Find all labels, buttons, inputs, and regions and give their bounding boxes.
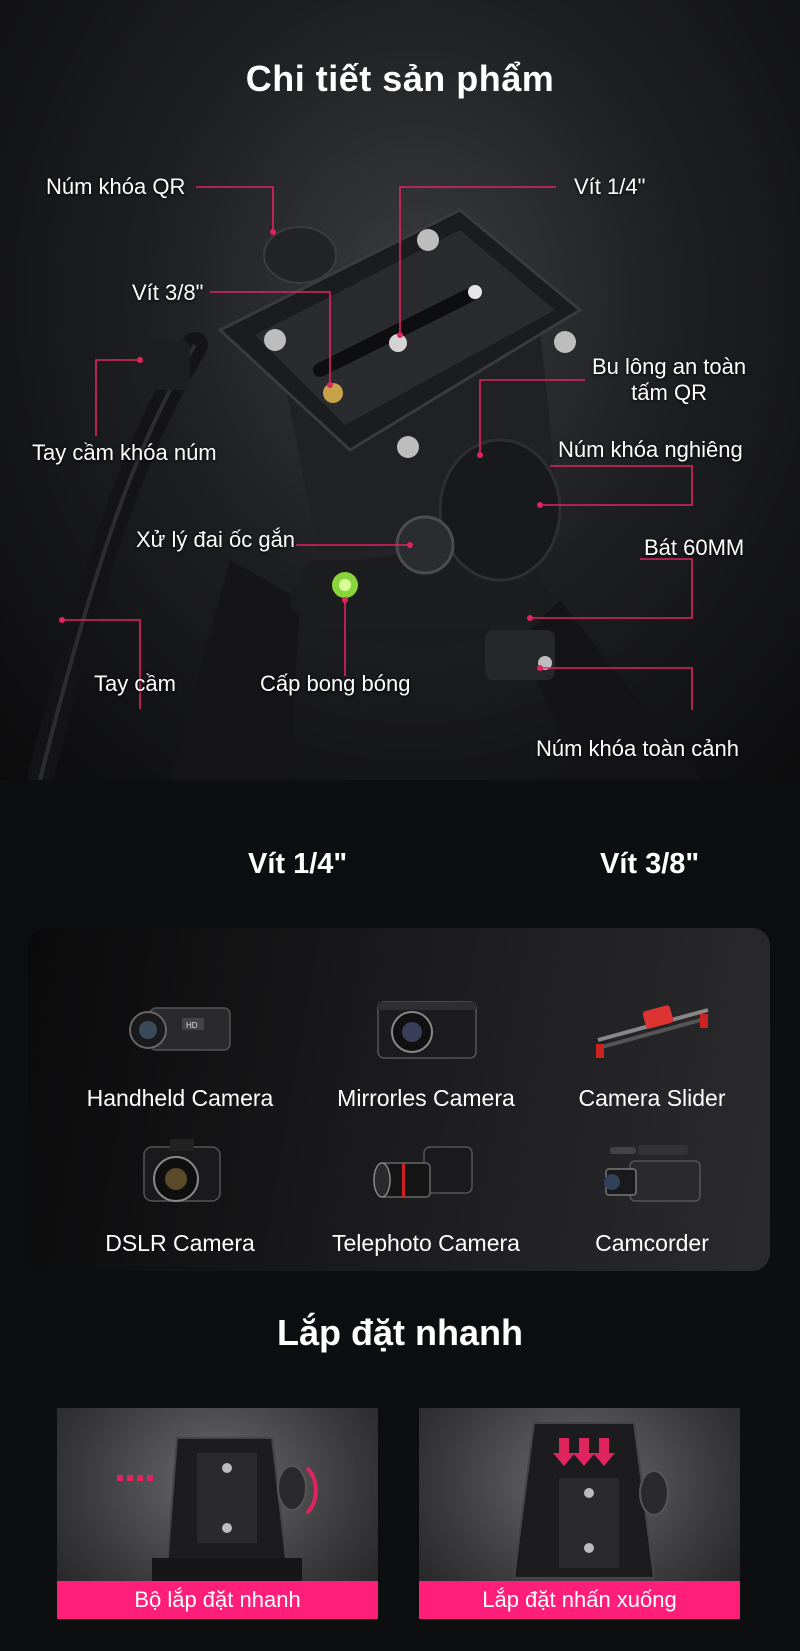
device-camcorder: Camcorder [532,1133,772,1257]
handheld-camera-icon: HD [129,1007,231,1051]
section-title-quick-install: Lắp đặt nhanh [277,1312,523,1353]
callout-knob-lock-handle: Tay cầm khóa núm [32,440,217,465]
install-card-press-down: Lắp đặt nhấn xuống [419,1408,740,1619]
press-down-photo [512,1422,669,1579]
product-detail-section: Chi tiết sản phẩm Núm khóa QR Vít 1/4" V… [0,0,800,780]
install-caption: Lắp đặt nhấn xuống [419,1581,740,1619]
callout-60mm-bowl: Bát 60MM [644,535,745,560]
callout-pan-lock-knob: Núm khóa toàn cảnh [536,736,740,761]
device-name: Handheld Camera [86,1085,274,1111]
camera-slider-icon [596,1005,709,1058]
mirrorless-camera-icon [377,1001,477,1059]
callout-qr-lock-knob: Núm khóa QR [46,174,186,199]
device-name: Camcorder [595,1230,709,1256]
callout-mount-nut-handle: Xử lý đai ốc gắn [136,527,296,552]
device-name: Camera Slider [578,1085,726,1111]
install-caption: Bộ lắp đặt nhanh [57,1581,378,1619]
install-card-quick-mount: Bộ lắp đặt nhanh [57,1408,378,1619]
screw-size-three-eighths-inch: Vít 3/8" [600,848,700,880]
camcorder-icon [604,1145,701,1202]
compatible-devices-panel: HD Handheld Camera Mirrorles Camera Came… [28,928,770,1271]
device-handheld-camera: HD Handheld Camera [60,988,300,1112]
callout-qr-safety-bolt-line1: Bu lông an toàn [592,354,747,379]
device-camera-slider: Camera Slider [532,988,772,1112]
dslr-camera-icon [143,1139,221,1202]
callout-three-eighths-screw: Vít 3/8" [132,280,204,305]
telephoto-camera-icon [373,1146,473,1198]
device-name: DSLR Camera [105,1230,255,1256]
callout-handle: Tay cầm [94,671,176,696]
device-name: Mirrorles Camera [337,1085,515,1111]
callout-quarter-inch-screw: Vít 1/4" [574,174,646,199]
callout-bubble-level: Cấp bong bóng [260,671,411,696]
device-name: Telephoto Camera [332,1230,520,1256]
device-telephoto-camera: Telephoto Camera [306,1133,546,1257]
device-mirrorless-camera: Mirrorles Camera [306,988,546,1112]
callout-qr-safety-bolt-line2: tấm QR [631,380,707,405]
section-title-product-details: Chi tiết sản phẩm [245,58,555,99]
screw-size-quarter-inch: Vít 1/4" [248,848,348,880]
device-dslr-camera: DSLR Camera [60,1133,300,1257]
callout-qr-safety-bolt: Bu lông an toàn tấm QR [592,354,746,406]
svg-text:HD: HD [186,1021,198,1030]
callout-lines [59,186,693,710]
callout-tilt-lock-knob: Núm khóa nghiêng [558,437,743,462]
